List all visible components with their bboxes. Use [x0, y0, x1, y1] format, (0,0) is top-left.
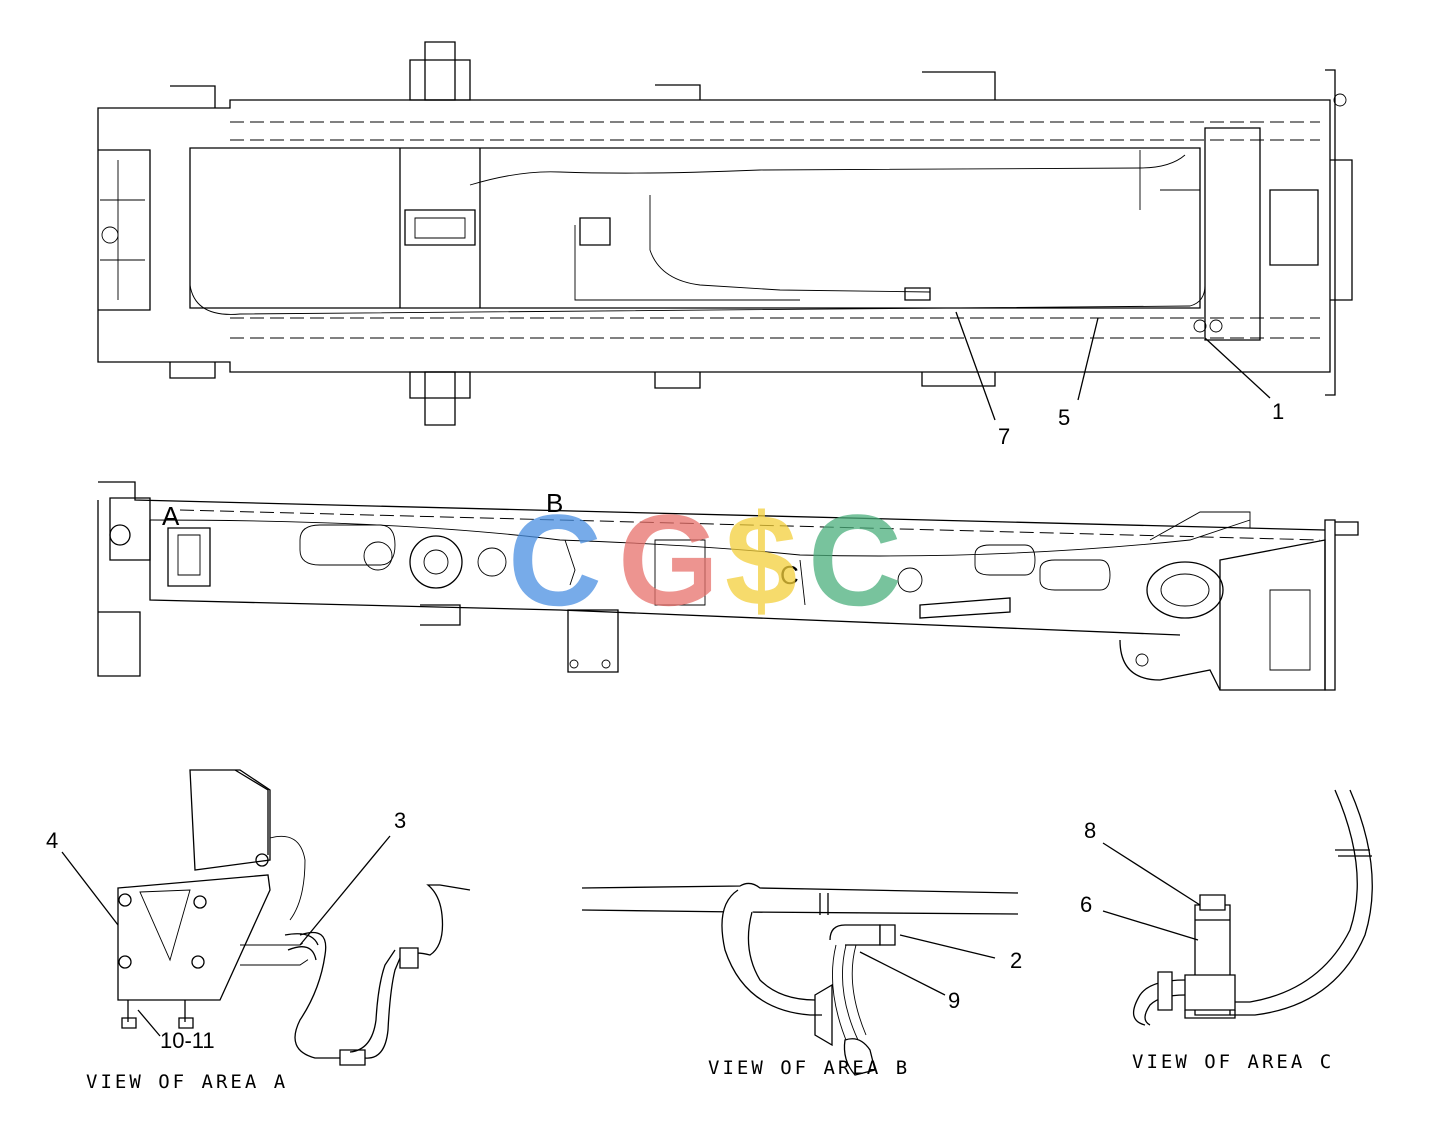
caption-view-area-a: VIEW OF AREA A [86, 1071, 288, 1093]
view-area-a-detail [61, 769, 471, 1066]
callout-10-11: 10-11 [160, 1028, 215, 1053]
zone-label-c: C [780, 560, 799, 590]
caption-view-area-b: VIEW OF AREA B [708, 1057, 910, 1079]
callout-9: 9 [948, 988, 960, 1013]
view-area-b-detail [581, 882, 1019, 1076]
callout-2: 2 [1010, 948, 1022, 973]
callout-6: 6 [1080, 892, 1092, 917]
watermark: C G $ C [508, 487, 902, 633]
caption-view-area-c: VIEW OF AREA C [1132, 1051, 1334, 1073]
frame-side-view [97, 481, 1359, 691]
watermark-letter-1: C [508, 487, 602, 633]
view-area-c-detail [1102, 789, 1373, 1026]
watermark-letter-3: $ [725, 487, 797, 633]
callout-5: 5 [1058, 405, 1070, 430]
zone-label-a: A [162, 501, 180, 531]
watermark-letter-2: G [618, 487, 719, 633]
watermark-letter-4: C [808, 487, 902, 633]
callout-7: 7 [998, 424, 1010, 449]
callout-4: 4 [46, 828, 58, 853]
callout-1: 1 [1272, 399, 1284, 424]
callout-3: 3 [394, 808, 406, 833]
zone-label-b: B [546, 488, 563, 518]
callout-8: 8 [1084, 818, 1096, 843]
frame-top-view [97, 41, 1353, 426]
